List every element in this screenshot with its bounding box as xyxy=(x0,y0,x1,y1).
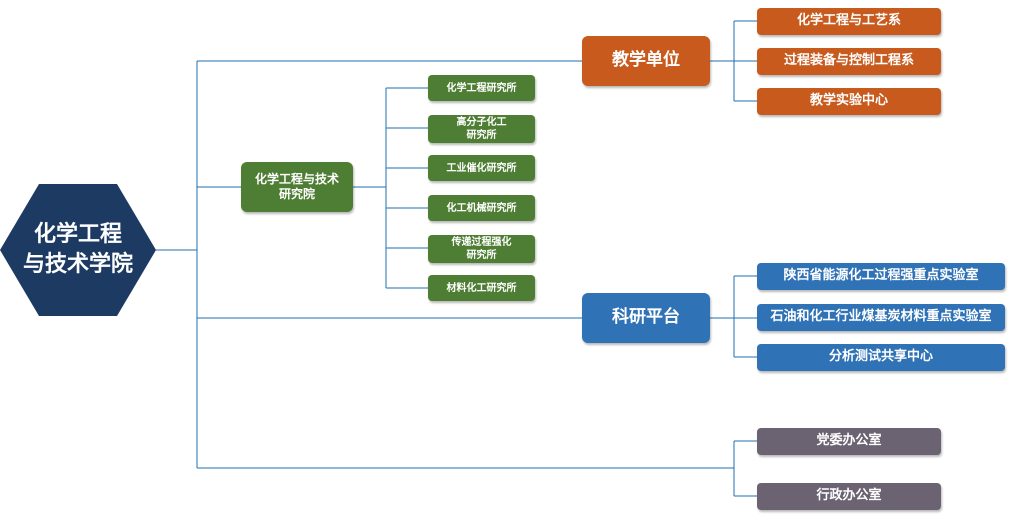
node-research-child[interactable]: 陕西省能源化工过程强重点实验室 xyxy=(757,263,1005,290)
node-office[interactable]: 行政办公室 xyxy=(757,483,941,510)
root-label: 化学工程 与技术学院 xyxy=(22,222,133,277)
node-institute[interactable]: 化学工程与技术 研究院 xyxy=(241,162,353,212)
node-institute-child[interactable]: 工业催化研究所 xyxy=(428,155,535,181)
node-research-child[interactable]: 分析测试共享中心 xyxy=(757,344,1005,371)
node-teaching-child[interactable]: 化学工程与工艺系 xyxy=(757,8,941,35)
root-node[interactable]: 化学工程 与技术学院 xyxy=(0,184,156,316)
node-research-child[interactable]: 石油和化工行业煤基炭材料重点实验室 xyxy=(757,304,1005,331)
node-teaching-child[interactable]: 教学实验中心 xyxy=(757,88,941,115)
node-research-platform[interactable]: 科研平台 xyxy=(582,293,710,343)
node-office[interactable]: 党委办公室 xyxy=(757,428,941,455)
node-institute-child[interactable]: 材料化工研究所 xyxy=(428,275,535,301)
node-institute-child[interactable]: 高分子化工 研究所 xyxy=(428,115,535,143)
node-teaching-child[interactable]: 过程装备与控制工程系 xyxy=(757,48,941,75)
node-institute-child[interactable]: 化学工程研究所 xyxy=(428,75,535,101)
node-institute-child[interactable]: 化工机械研究所 xyxy=(428,195,535,221)
hexagon-shape xyxy=(0,184,156,316)
node-institute-child[interactable]: 传递过程强化 研究所 xyxy=(428,235,535,263)
node-teaching-units[interactable]: 教学单位 xyxy=(582,36,710,86)
